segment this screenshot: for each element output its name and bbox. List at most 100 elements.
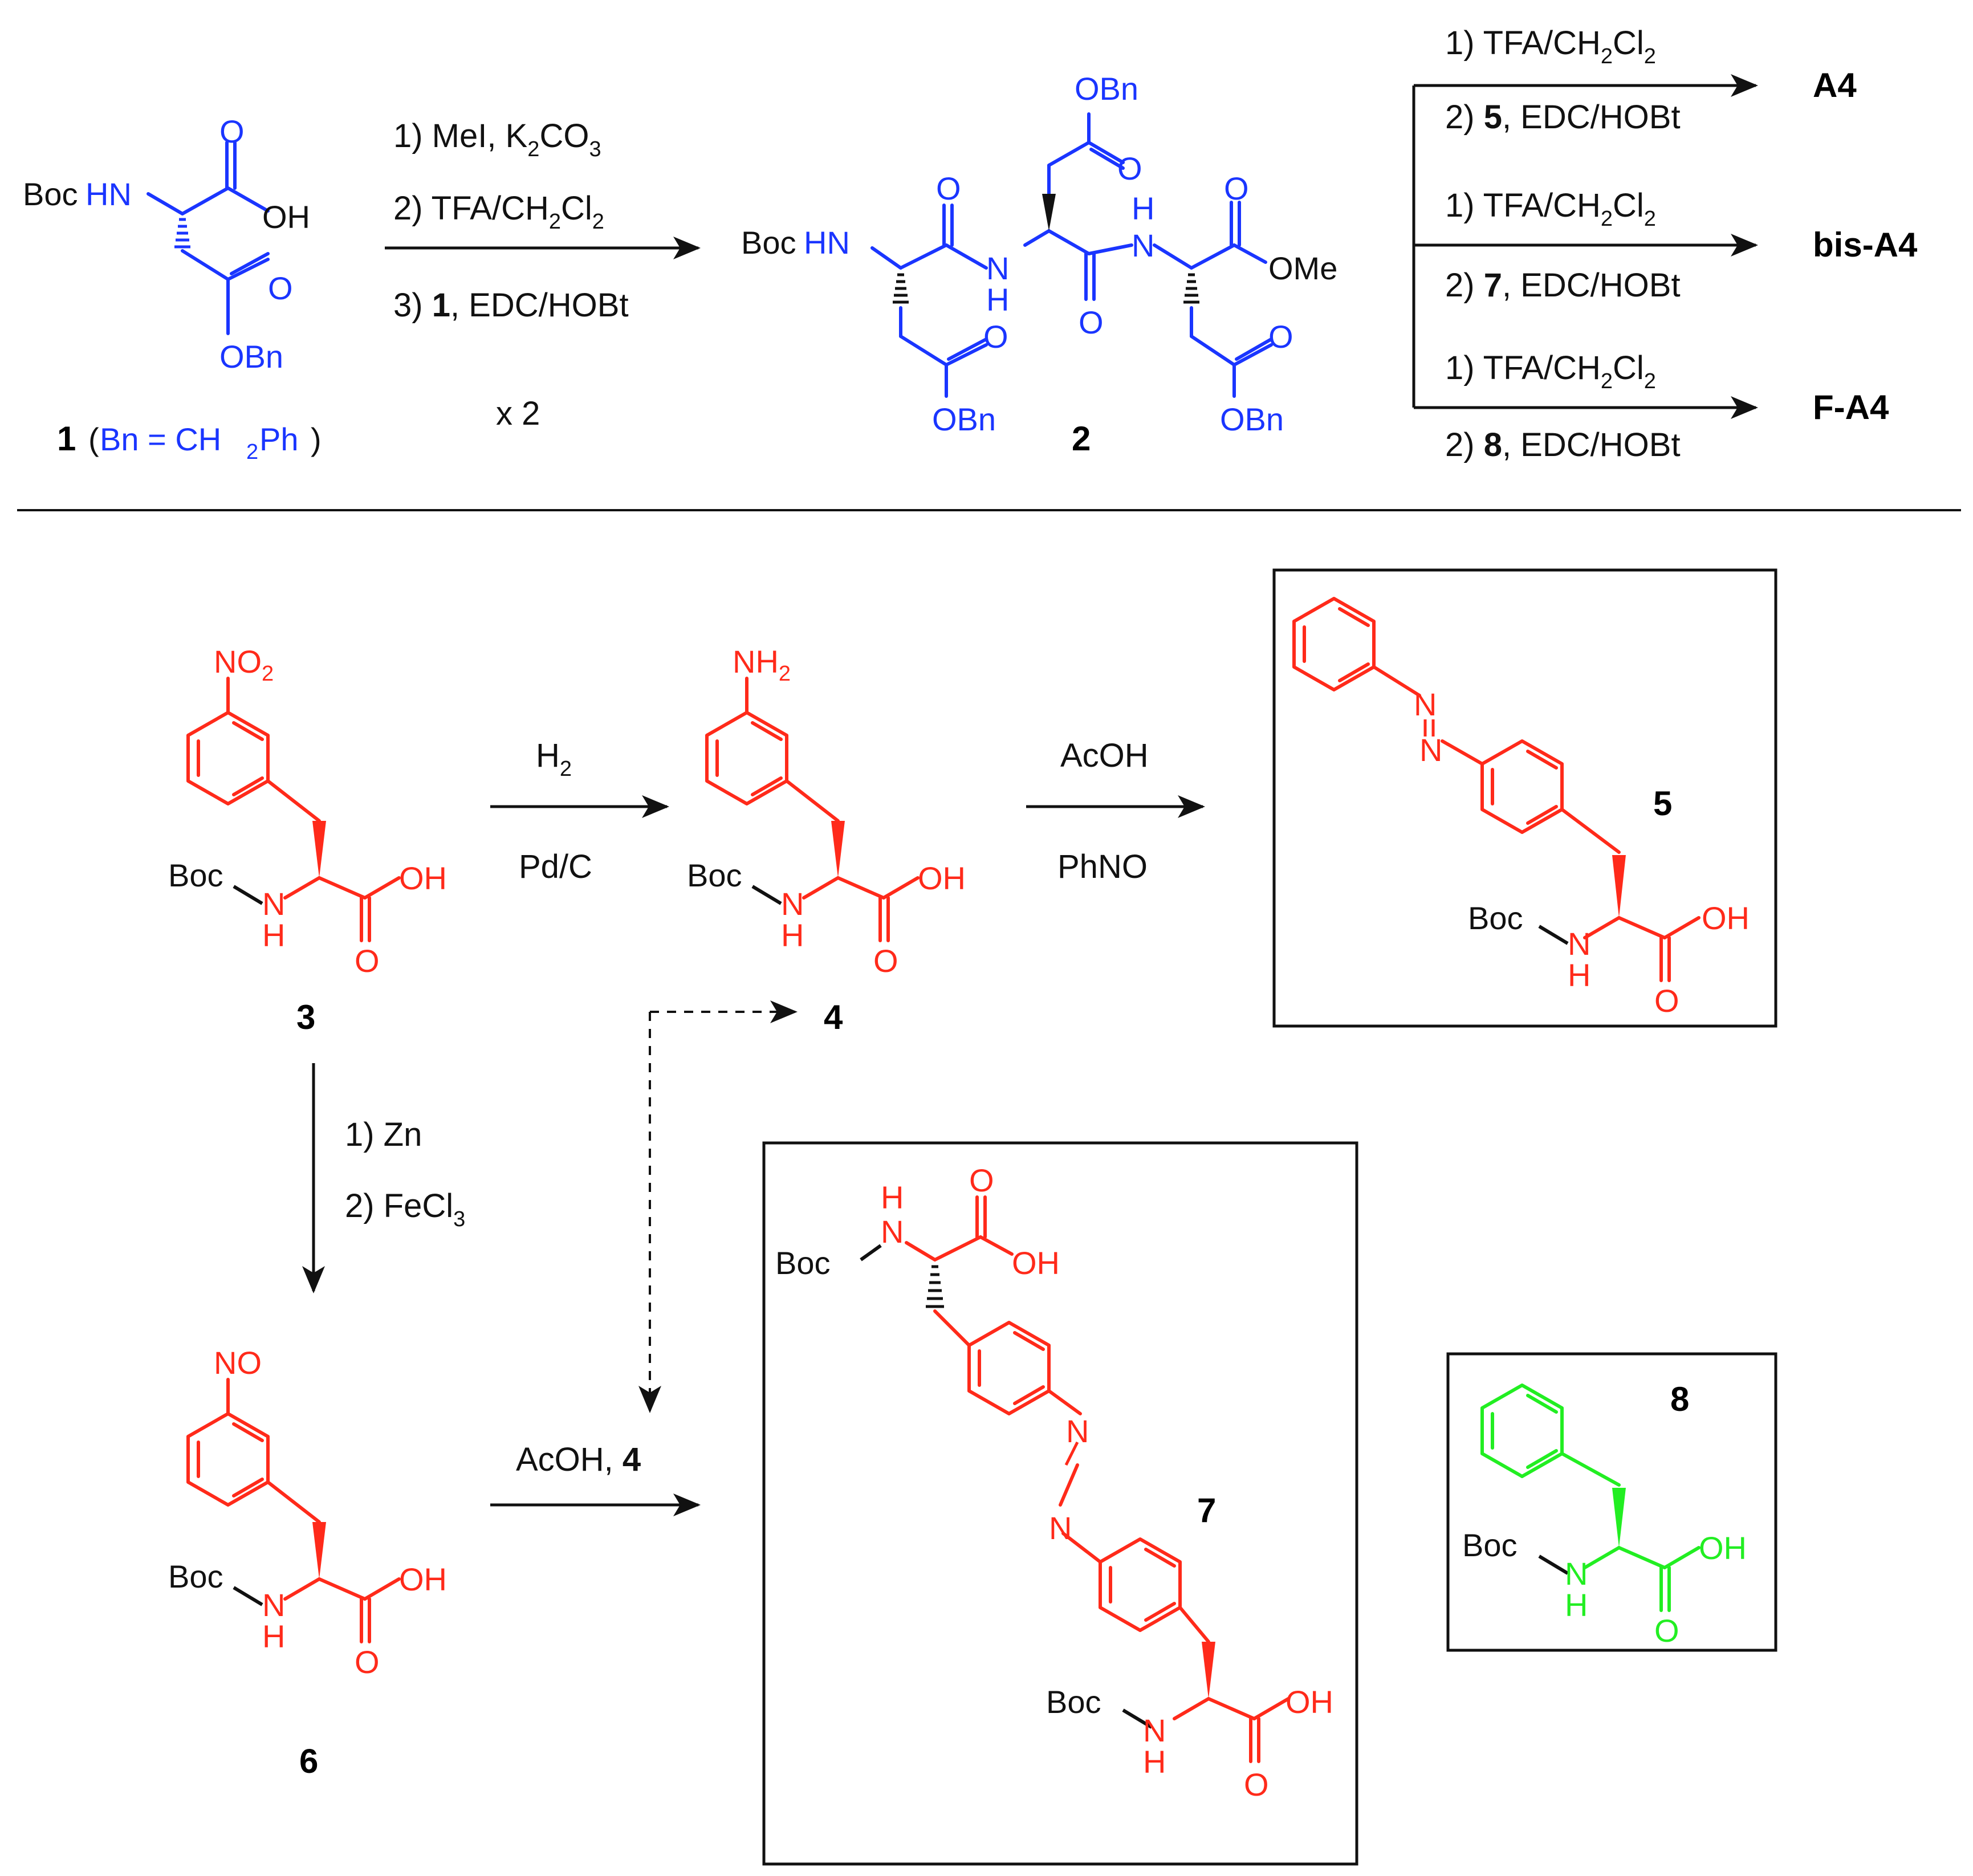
- compound-4-structure: NH2 Boc N H OH O 4: [687, 644, 966, 1036]
- branch-f-a4: 1) TFA/CH2Cl2 2) 8, EDC/HOBt F-A4: [1445, 349, 1889, 463]
- n-label-8: N: [1565, 1556, 1588, 1592]
- boc-bond-7b: [1122, 1708, 1153, 1729]
- obn-label-1: OBn: [219, 339, 283, 375]
- h-label-4: H: [781, 917, 804, 953]
- boc-label-7a: Boc: [775, 1245, 831, 1281]
- carbonyl-o-4: O: [873, 943, 898, 979]
- branch3-tfa: 1) TFA/CH2Cl2: [1445, 349, 1656, 393]
- boc-bond-6: [233, 1586, 263, 1606]
- carbonyl-o-3: O: [355, 943, 380, 979]
- compound-5-structure: N N Boc N H OH O 5: [1292, 597, 1750, 1019]
- cond-mei: 1) MeI, K2CO3: [393, 117, 601, 161]
- cond-zn: 1) Zn: [345, 1116, 422, 1153]
- nitro-label-3: NO2: [214, 644, 274, 686]
- cond-tfa: 2) TFA/CH2Cl2: [393, 190, 604, 234]
- cond-repeat: x 2: [496, 395, 540, 432]
- oh-label-7a: OH: [1012, 1245, 1060, 1281]
- n-label-7a: N: [881, 1214, 904, 1250]
- step1-conditions: 1) MeI, K2CO3 2) TFA/CH2Cl2 3) 1, EDC/HO…: [385, 117, 701, 432]
- carbonyl-o-8: O: [1654, 1613, 1679, 1649]
- n-label-3: N: [262, 886, 285, 922]
- hn-label-1: HN: [86, 176, 132, 212]
- caption-bn-end: Ph: [259, 421, 299, 457]
- h-label-6: H: [262, 1618, 285, 1654]
- h-label-7a: H: [881, 1179, 904, 1215]
- h-label-7b: H: [1143, 1744, 1166, 1780]
- boc-bond-5: [1538, 925, 1569, 945]
- amine-label-4: NH2: [733, 644, 791, 686]
- n-label-5: N: [1568, 926, 1590, 962]
- boc-bond-7a: [860, 1244, 882, 1261]
- caption-bn-sub: 2: [246, 440, 258, 464]
- amide-n-2a: N: [986, 250, 1009, 286]
- obn-label-2c: OBn: [1220, 401, 1284, 437]
- cond-h2: H2: [536, 737, 572, 781]
- branch2-couple: 2) 7, EDC/HOBt: [1445, 267, 1681, 304]
- wedge-bond-7: [1202, 1642, 1215, 1699]
- carbonyl-o-1: O: [219, 113, 245, 149]
- amide-h-2b: H: [1132, 190, 1154, 226]
- caption-paren-close: ): [311, 421, 322, 457]
- carbonyl-o-7b: O: [1244, 1767, 1269, 1802]
- bochn-label-1: Boc: [23, 176, 78, 212]
- caption-paren-open: (: [88, 421, 99, 457]
- oh-label-1: OH: [262, 199, 310, 235]
- boc-label-4: Boc: [687, 857, 742, 893]
- branch3-couple: 2) 8, EDC/HOBt: [1445, 426, 1681, 463]
- cond-pdc: Pd/C: [519, 848, 592, 885]
- boc-label-7b: Boc: [1046, 1684, 1101, 1720]
- boc-label-5: Boc: [1468, 900, 1523, 936]
- compound-7-structure: H N Boc O OH N N 7 Boc N H OH O: [775, 1162, 1333, 1802]
- carbonyl-o-5: O: [1654, 983, 1679, 1019]
- boc-label-8: Boc: [1462, 1527, 1518, 1563]
- branch-bis-a4: 1) TFA/CH2Cl2 2) 7, EDC/HOBt bis-A4: [1445, 187, 1918, 304]
- product-a4: A4: [1813, 66, 1857, 104]
- oh-label-8: OH: [1699, 1530, 1747, 1566]
- wedge-bond-8: [1612, 1488, 1626, 1548]
- cond-edc: 3) 1, EDC/HOBt: [393, 287, 629, 324]
- final-coupling-step: AcOH, 4: [490, 1441, 701, 1516]
- carbonyl-o-2a: O: [936, 170, 961, 206]
- cond-fecl3: 2) FeCl3: [345, 1187, 465, 1231]
- boc-label-6: Boc: [168, 1558, 223, 1594]
- branch1-couple: 2) 5, EDC/HOBt: [1445, 99, 1681, 136]
- product-bis-a4: bis-A4: [1813, 226, 1918, 264]
- branch2-tfa: 1) TFA/CH2Cl2: [1445, 187, 1656, 231]
- compound-number-7: 7: [1197, 1491, 1216, 1529]
- ester-o-2a: O: [1117, 150, 1142, 186]
- n-label-6: N: [262, 1587, 285, 1623]
- compound-8-structure: 8 Boc N H OH O: [1462, 1380, 1747, 1649]
- caption-bn-def: Bn = CH: [100, 421, 221, 457]
- amide-h-2a: H: [986, 282, 1009, 318]
- cond-acoh-4: AcOH, 4: [516, 1441, 641, 1478]
- carbonyl-o-2c: O: [1224, 170, 1249, 206]
- oh-label-6: OH: [399, 1561, 447, 1597]
- compound-number-4: 4: [824, 998, 843, 1036]
- hn-label-2: HN: [804, 225, 850, 261]
- compound-number-2: 2: [1072, 420, 1091, 458]
- ester-o-1: O: [268, 270, 293, 306]
- branch-arrows: [1412, 74, 1758, 419]
- compound-3-structure: NO2 Boc N H OH O 3: [168, 644, 447, 1036]
- obn-label-2a: OBn: [1075, 71, 1138, 107]
- wedge-bond-2: [1042, 194, 1056, 231]
- compound-number-6: 6: [299, 1742, 318, 1780]
- compound-number-8: 8: [1670, 1380, 1689, 1418]
- branch-a4: 1) TFA/CH2Cl2 2) 5, EDC/HOBt A4: [1445, 25, 1857, 136]
- ome-label-2: OMe: [1268, 250, 1337, 286]
- compound-1-caption: 1 ( Bn = CH 2 Ph ): [57, 420, 322, 464]
- azo-n-5a: N: [1414, 686, 1437, 722]
- compound-number-3: 3: [296, 998, 315, 1036]
- cond-acoh: AcOH: [1060, 737, 1149, 774]
- oh-label-4: OH: [918, 860, 966, 896]
- boc-bond-3: [233, 885, 263, 905]
- boc-label-2: Boc: [741, 225, 796, 261]
- wedge-bond-3: [312, 821, 326, 878]
- ester-o-2b: O: [983, 319, 1008, 355]
- obn-label-2b: OBn: [932, 401, 996, 437]
- compound-1-structure: Boc HN O OH O OBn: [23, 113, 310, 375]
- azo-double-bond-7: [1064, 1441, 1079, 1466]
- hydrogenation-step: H2 Pd/C: [490, 737, 669, 885]
- azo-n-7a: N: [1066, 1413, 1089, 1449]
